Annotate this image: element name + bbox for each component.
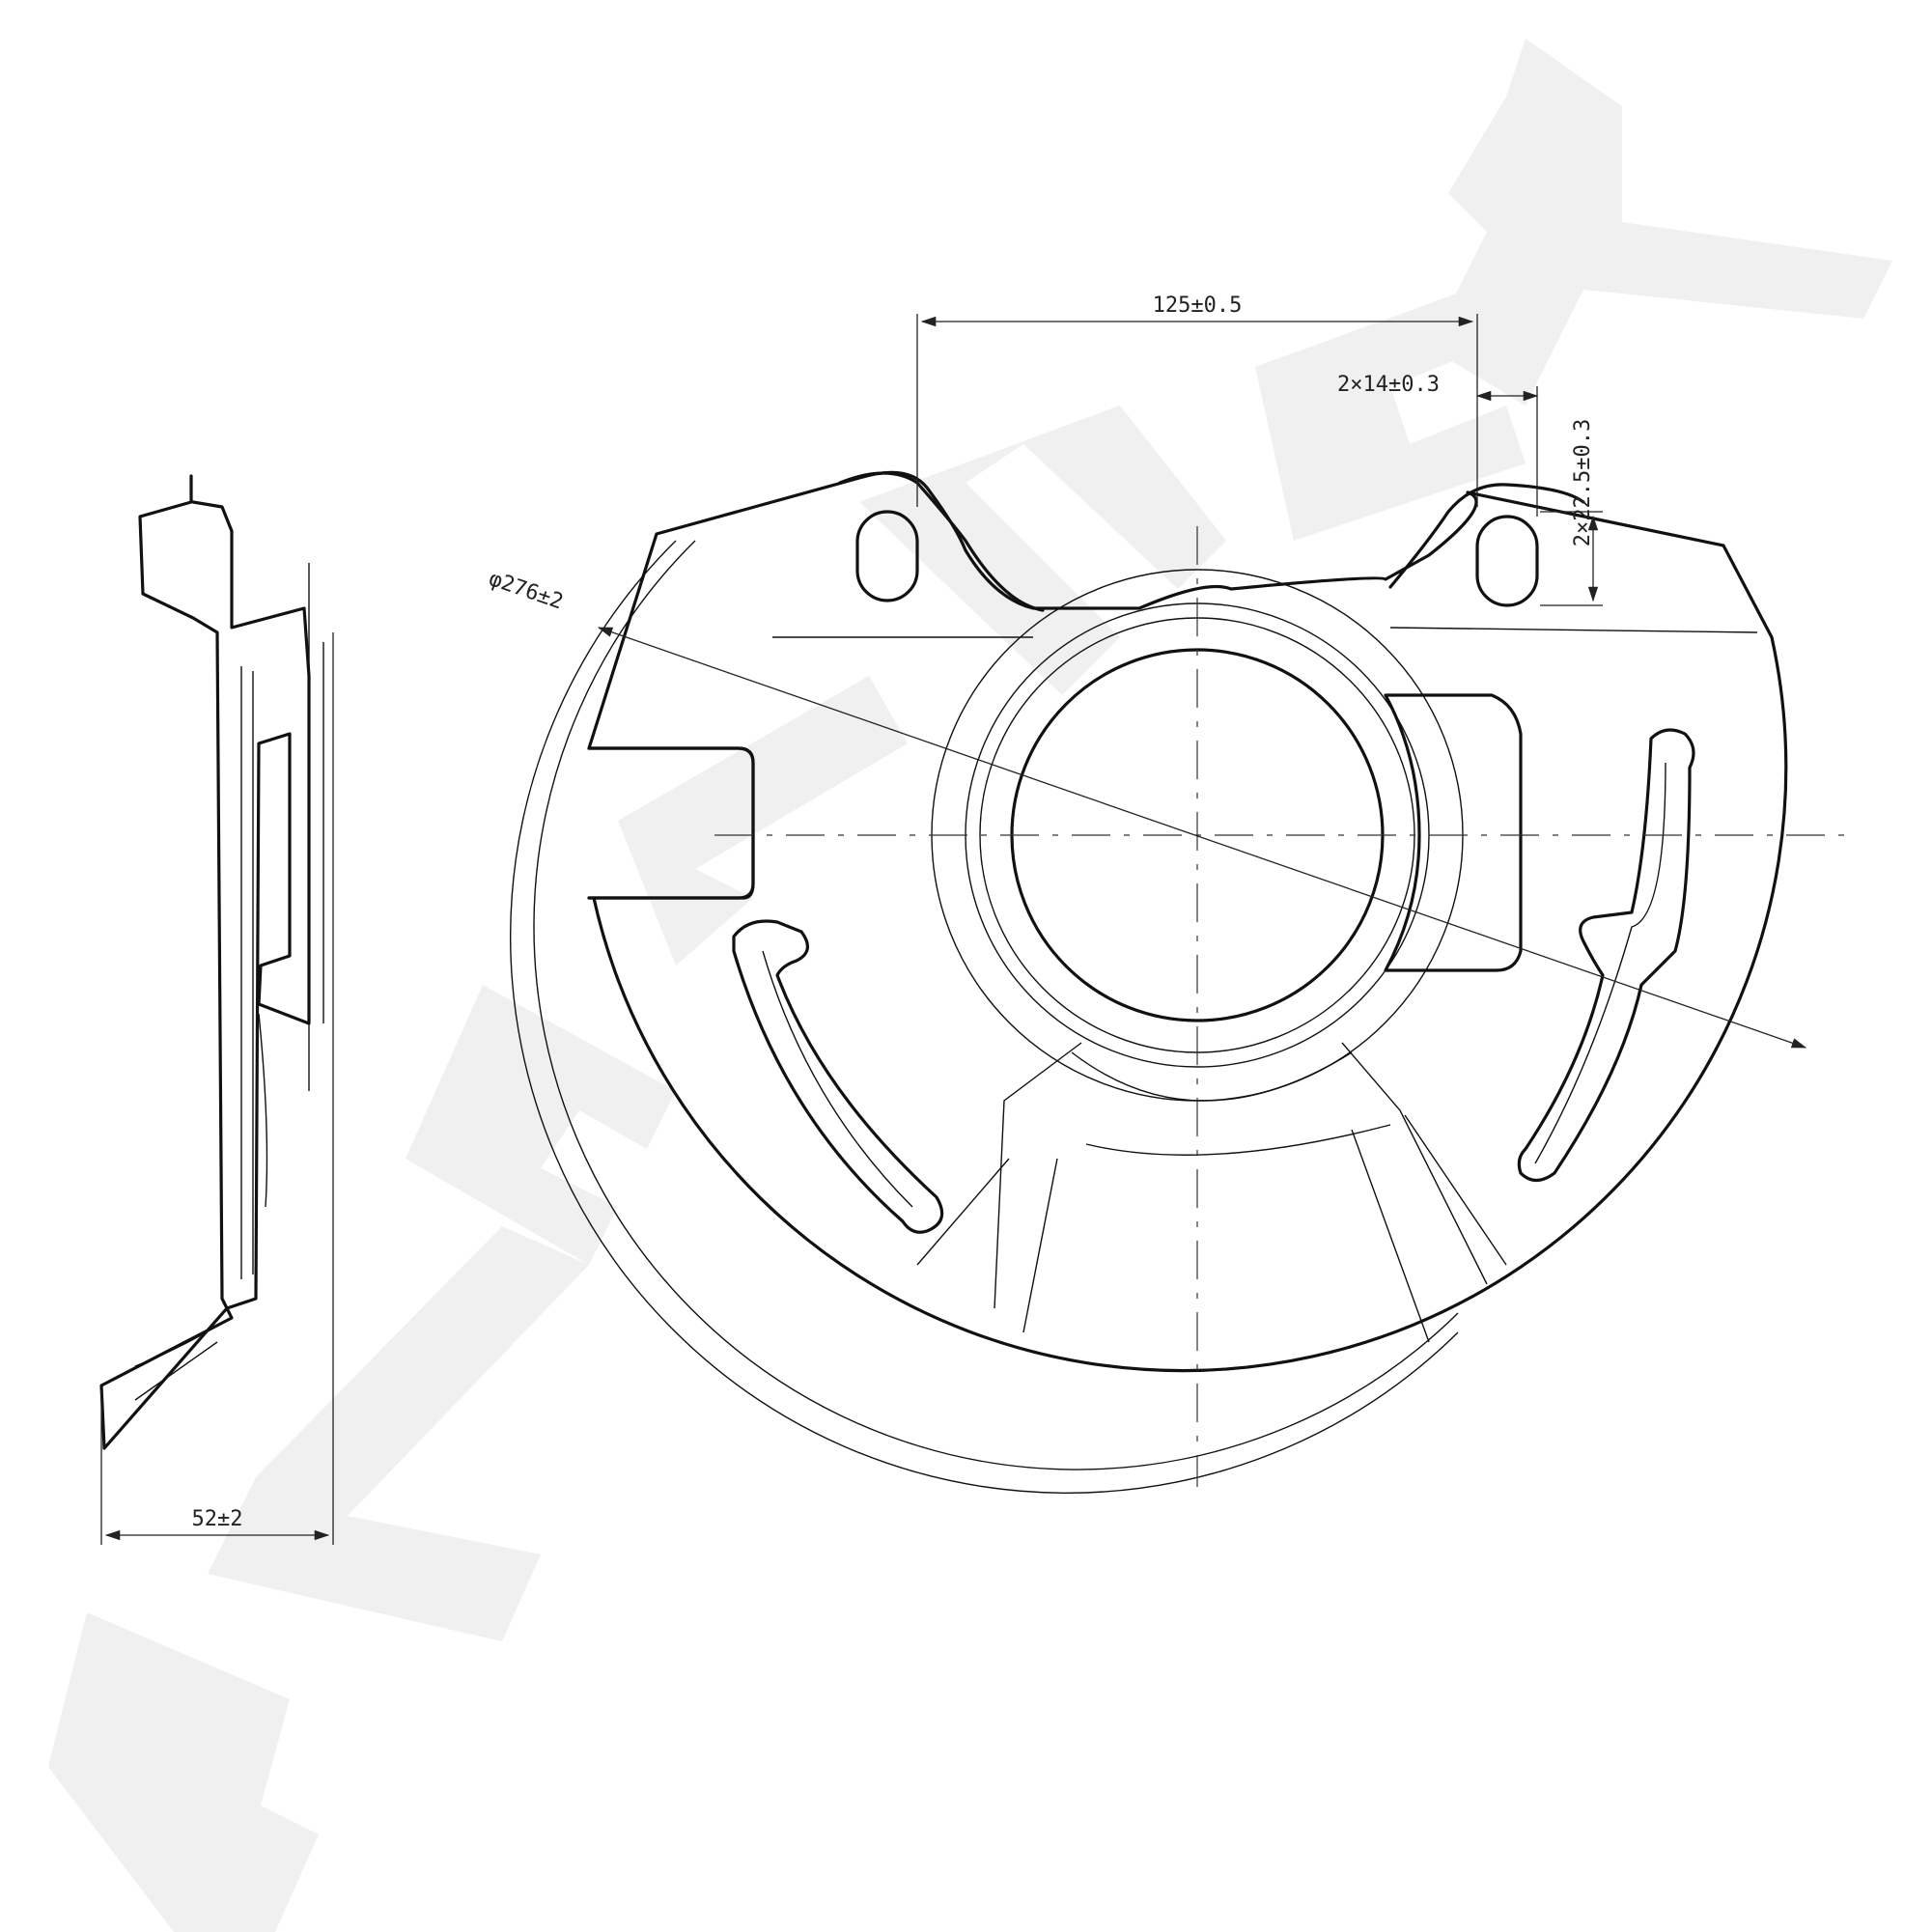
- side-view: [99, 474, 324, 1450]
- dim-slot-height: 2×22.5±0.3: [1571, 419, 1595, 546]
- mount-slot-left: [855, 510, 919, 602]
- dimension-annotations: 125±0.5 2×14±0.3 2×22.5±0.3 φ276±2 52±2: [100, 294, 1807, 1545]
- dim-diameter: φ276±2: [486, 567, 566, 615]
- dim-slot-width: 2×14±0.3: [1337, 373, 1440, 397]
- watermark-logo: [48, 39, 1892, 1932]
- left-mount-ear: [838, 471, 1045, 612]
- sensor-cutout: [1384, 693, 1523, 972]
- cooling-slot-left: [732, 919, 944, 1234]
- front-view: [509, 470, 1854, 1494]
- cooling-slot-right: [1517, 728, 1695, 1183]
- mount-slot-right: [1475, 515, 1539, 607]
- dim-mount-spacing: 125±0.5: [1153, 294, 1243, 318]
- dim-depth: 52±2: [192, 1507, 243, 1531]
- side-profile-outer: [99, 474, 311, 1450]
- right-mount-ear: [1388, 483, 1585, 589]
